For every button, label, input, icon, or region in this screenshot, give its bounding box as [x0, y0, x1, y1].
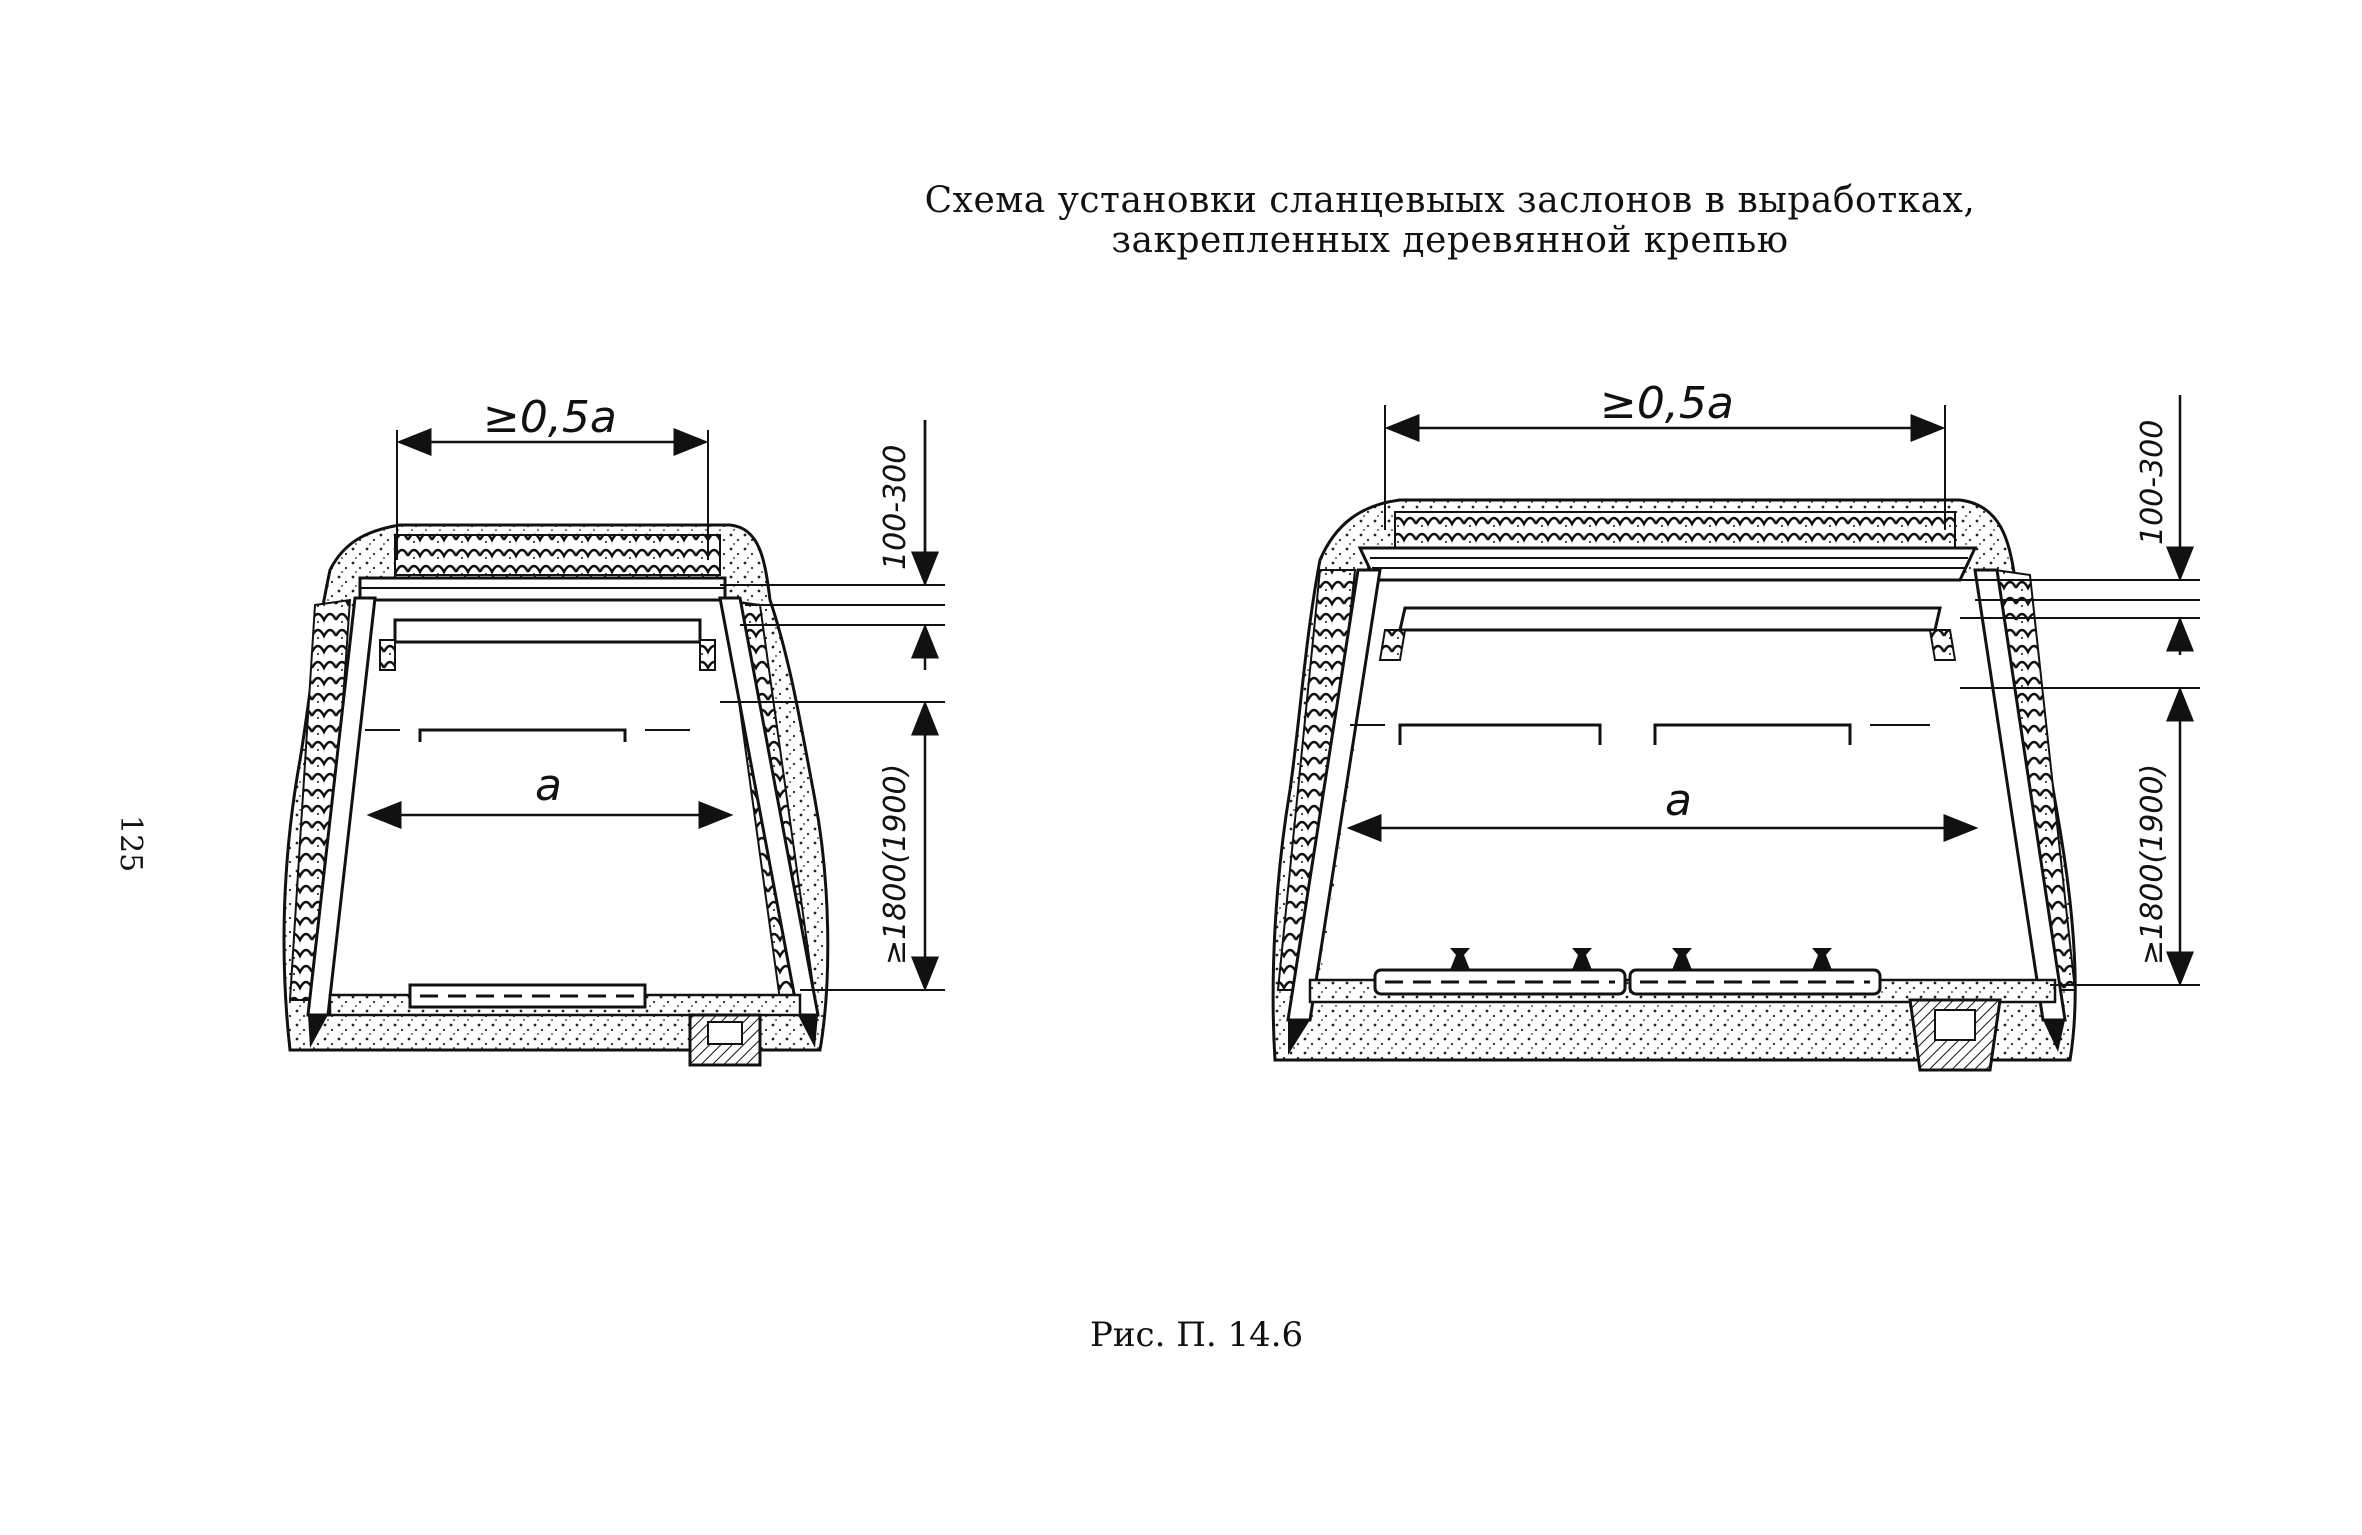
right-dim-height-label: ≥1800(1900) [2135, 764, 2170, 965]
right-screen-beam [1398, 606, 1942, 632]
left-diagram: ≥0,5a a 100-300 ≥1800(1900) [282, 392, 945, 1067]
right-opening [1320, 575, 2050, 980]
right-rail-4 [1812, 948, 1832, 970]
right-dim-top-label: ≥0,5a [1600, 378, 1734, 429]
left-dim-height-label: ≥1800(1900) [878, 764, 913, 965]
right-roof-lagging [1394, 511, 1956, 549]
right-rail-3 [1672, 948, 1692, 970]
left-dim-top-label: ≥0,5a [483, 392, 617, 443]
title-line-2: закрепленных деревянной крепью [1111, 220, 1789, 261]
left-sleeper [408, 983, 647, 1009]
right-cap-beam [1357, 546, 1978, 582]
right-dim-width-label: a [1665, 775, 1692, 826]
right-diagram: ≥0,5a a 100-300 ≥1800(1900) [1271, 378, 2200, 1072]
left-roof-lagging [394, 534, 721, 576]
left-dim-width-label: a [535, 760, 562, 811]
right-dim-roof-label: 100-300 [2135, 420, 2170, 545]
title-line-1: Схема установки сланцевыых заслонов в вы… [924, 180, 1976, 221]
left-opening [330, 600, 800, 995]
left-dim-roof-label: 100-300 [878, 445, 913, 570]
figure-caption: Рис. П. 14.6 [1090, 1315, 1304, 1355]
right-rail-1 [1450, 948, 1470, 970]
right-rail-2 [1572, 948, 1592, 970]
left-screen-beam [393, 618, 702, 644]
